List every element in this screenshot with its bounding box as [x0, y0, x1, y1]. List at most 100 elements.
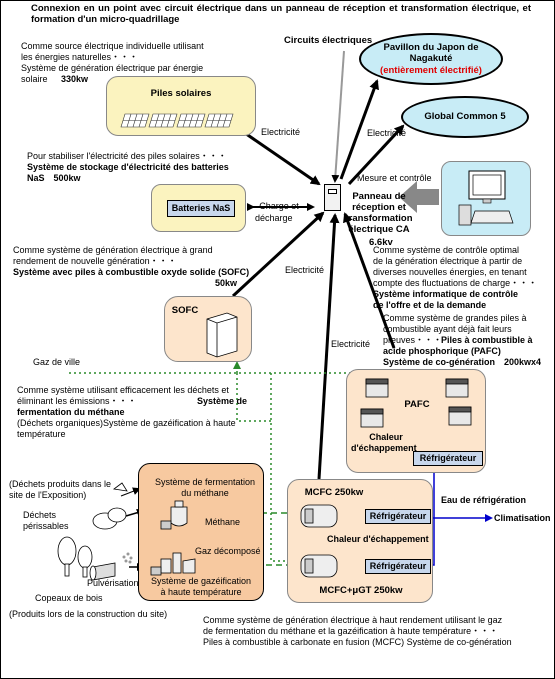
mcfc-node — [287, 479, 433, 603]
mesure-label: Mesure et contrôle — [357, 173, 432, 183]
batteries-inner — [167, 200, 235, 217]
ferm-system-1: Système de fermentation — [154, 477, 256, 487]
solar-arrow — [238, 127, 321, 186]
pafc-refrigerateur — [413, 451, 483, 466]
dechets-perissables-2: périssables — [23, 521, 69, 531]
charge-label-2: décharge — [255, 213, 293, 223]
mcfc-refrigerateur-2 — [365, 559, 431, 574]
panneau-label-4: électrique CA — [348, 224, 410, 235]
mcfc-label: MCFC 250kw — [304, 487, 364, 498]
pafc-desc-1: Comme système de grandes piles à — [383, 313, 527, 323]
mcfc-chaleur: Chaleur d'échappement — [327, 534, 429, 544]
nas-desc-3: NaS 500kw — [27, 173, 81, 183]
pafc-arrow — [343, 212, 396, 349]
global-common-node — [401, 96, 529, 138]
gaz-system-1: Système de gazéification — [150, 576, 252, 586]
mcfc-arrow — [317, 213, 340, 480]
eau-label: Eau de réfrigération — [441, 495, 527, 505]
solar-label: Piles solaires — [150, 88, 212, 99]
sofc-desc-1: Comme système de génération électrique à… — [13, 245, 213, 255]
panneau-label-2: réception et — [352, 202, 406, 213]
control-bold-1: Système informatique de contrôle — [373, 289, 519, 299]
ferm-system-2: du méthane — [181, 488, 229, 498]
gaz-ville-label: Gaz de ville — [33, 357, 81, 367]
pulverisation-label: Pulvérisation — [87, 578, 139, 588]
bottom-desc-3: Piles à combustible à carbonate en fusio… — [203, 637, 512, 647]
control-desc-4: compte des fluctuations de charge・・・ — [373, 278, 538, 288]
mcfc-refrigerateur-label-2: Réfrigérateur — [369, 561, 427, 571]
voltage-label: 6.6kv — [369, 237, 393, 248]
gaz-decompose-label: Gaz décomposé — [195, 546, 261, 556]
ferm-bold-1: Système de — [197, 396, 248, 406]
sofc-desc-2: rendement de nouvelle génération・・・ — [13, 256, 177, 266]
diagram-title: Connexion en un point avec circuit élect… — [31, 3, 531, 25]
ferm-desc-4: température — [17, 429, 66, 439]
pavillon-node — [359, 33, 503, 85]
climatisation-label: Climatisation — [494, 513, 551, 523]
pafc-desc-3: preuves・・・ — [383, 335, 443, 345]
nas-desc-2: Système de stockage d'électricité des ba… — [27, 162, 229, 172]
control-desc-1: Comme système de contrôle optimal — [373, 245, 520, 255]
mcfc-refrigerateur-1 — [365, 509, 431, 524]
mcfc-refrigerateur-label-1: Réfrigérateur — [369, 511, 427, 521]
global-common-label: Global Common 5 — [424, 111, 506, 122]
bottom-desc-2: de fermentation du méthane et la gazéifi… — [203, 626, 499, 636]
bottom-desc-1: Comme système de génération électrique à… — [203, 615, 503, 625]
panel-device-window — [328, 189, 337, 194]
ferm-desc-1: Comme système utilisant efficacement les… — [17, 385, 229, 395]
pafc-label: PAFC — [404, 399, 430, 410]
control-desc-2: de la génération électrique à partir de — [373, 256, 523, 266]
mcfc-gt-label: MCFC+μGT 250kw — [319, 585, 403, 596]
mesure-arrow — [399, 181, 439, 213]
charge-label-1: Charge et — [259, 201, 299, 211]
pafc-desc-2: combustible ayant déjà fait leurs — [383, 324, 512, 334]
ferm-bold-2: fermentation du méthane — [17, 407, 125, 417]
solar-power: 330kw — [61, 74, 89, 84]
fermentation-node — [138, 463, 264, 601]
circuits-arrow — [331, 50, 345, 183]
pavillon-label-1: Pavillon du Japon de — [383, 42, 479, 53]
pafc-refrigerateur-label: Réfrigérateur — [419, 453, 477, 463]
ferm-desc-2: éliminant les émissions・・・ — [17, 396, 137, 406]
dechets-expo-1: (Déchets produits dans le — [9, 479, 112, 489]
pafc-bold-3: Système de co-génération 200kwx4 — [383, 357, 542, 367]
sofc-arrow — [231, 211, 325, 298]
solar-desc-3: Système de génération électrique par éne… — [21, 63, 204, 73]
nas-desc-1: Pour stabiliser l'électricité des piles … — [27, 151, 227, 161]
pavillon-note: (entièrement électrifié) — [380, 65, 482, 76]
solar-desc-2: les énergies naturelles・・・ — [21, 52, 139, 62]
ferm-desc-3: (Déchets organiques)Système de gazéifica… — [17, 418, 236, 428]
gaz-ville-line — [236, 373, 271, 422]
sofc-bold: Système avec piles à combustible oxyde s… — [13, 267, 250, 277]
control-desc-3: diverses nouvelles énergies, en tenant — [373, 267, 527, 277]
to-pavillon-arrow — [339, 79, 379, 180]
electricite-global: Electricité — [367, 128, 407, 138]
electricite-mcfc: Electricité — [331, 339, 371, 349]
pafc-chaleur-2: d'échappement — [351, 443, 417, 453]
produits-label: (Produits lors de la construction du sit… — [9, 609, 168, 619]
methane-label: Méthane — [205, 517, 241, 527]
batteries-label: Batteries NaS — [171, 203, 231, 213]
pafc-chaleur-1: Chaleur — [369, 432, 403, 442]
panneau-label-3: transformation — [345, 213, 413, 224]
copeaux-label: Copeaux de bois — [35, 593, 103, 603]
solar-desc-4: solaire — [21, 74, 48, 84]
electricite-solar: Electricité — [261, 127, 301, 137]
electricite-sofc: Electricité — [285, 265, 325, 275]
pavillon-label-2: Nagakuté — [409, 53, 453, 64]
dechets-expo-2: site de l'Exposition) — [9, 490, 87, 500]
gaz-system-2: à haute température — [160, 587, 242, 597]
circuits-label: Circuits électriques — [284, 35, 373, 46]
control-bold-2: de l'offre et de la demande — [373, 300, 487, 310]
dechets-perissables-1: Déchets — [23, 510, 57, 520]
panneau-label-1: Panneau de — [352, 191, 406, 202]
to-global-arrow — [347, 124, 405, 186]
